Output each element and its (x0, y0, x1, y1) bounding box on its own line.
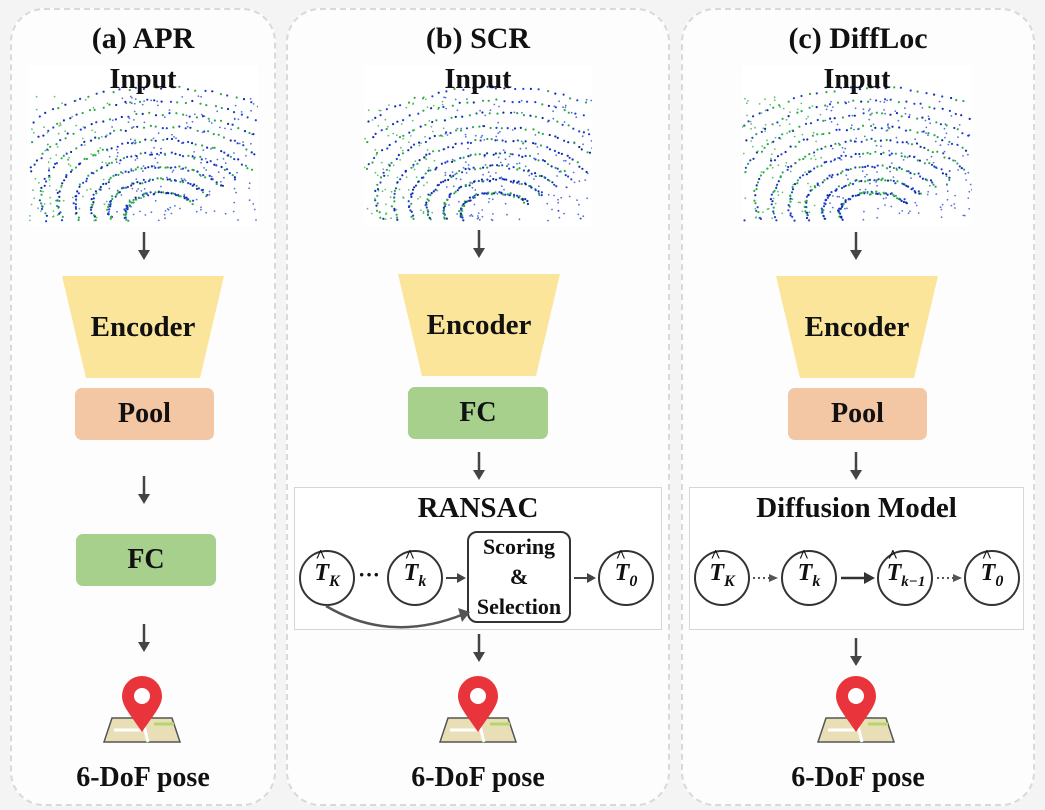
down-arrow-icon (473, 634, 485, 662)
node-t-K (694, 550, 750, 606)
node-t-k-label: T^k (403, 546, 427, 590)
right-arrow-icon (446, 573, 466, 583)
right-arrow-icon (841, 572, 875, 584)
scoring-selection-box: Scoring & Selection (467, 531, 571, 623)
node-t-k (387, 550, 443, 606)
input-label: Input (823, 64, 891, 95)
node-t-K-label: T^K (709, 546, 735, 590)
down-arrow-icon (473, 452, 485, 480)
panel-scr-title: (b) SCR (425, 22, 531, 55)
node-t-k-minus-1 (877, 550, 933, 606)
diffusion-module (689, 487, 1024, 630)
curved-arrow-icon (325, 604, 470, 629)
down-arrow-icon (138, 624, 150, 652)
node-t-k-label: T^k (797, 546, 821, 590)
encoder-block: Encoder (776, 276, 938, 378)
node-t-K (299, 550, 355, 606)
node-t-0-label: T^0 (614, 546, 638, 590)
right-arrow-icon (574, 573, 596, 583)
encoder-label: Encoder (804, 310, 910, 343)
pool-block: Pool (75, 388, 214, 440)
diffusion-title: Diffusion Model (756, 492, 957, 524)
encoder-block: Encoder (398, 274, 560, 376)
scoring-line1: Scoring (482, 534, 556, 559)
point-cloud-image (364, 66, 592, 226)
node-t-0 (598, 550, 654, 606)
map-pin-icon (438, 676, 518, 743)
encoder-block: Encoder (62, 276, 224, 378)
fc-block: FC (76, 534, 216, 586)
dotted-arrow-icon (753, 574, 778, 582)
pool-block: Pool (788, 388, 927, 440)
node-t-K-label: T^K (314, 546, 340, 590)
down-arrow-icon (138, 476, 150, 504)
down-arrow-icon (138, 232, 150, 260)
node-t-k (781, 550, 837, 606)
input-label: Input (444, 64, 512, 95)
output-label: 6-DoF pose (791, 762, 925, 793)
point-cloud-image (742, 66, 972, 226)
scoring-line2: & (509, 564, 529, 589)
down-arrow-icon (850, 452, 862, 480)
ellipsis-icon: ··· (358, 562, 381, 587)
ransac-title: RANSAC (417, 492, 539, 524)
fc-block: FC (408, 387, 548, 439)
node-t-k-minus-1-label: T^k−1 (886, 546, 926, 590)
map-pin-icon (102, 676, 182, 743)
input-label: Input (109, 64, 177, 95)
encoder-label: Encoder (426, 308, 532, 341)
point-cloud-image (28, 66, 258, 226)
down-arrow-icon (473, 230, 485, 258)
output-label: 6-DoF pose (76, 762, 210, 793)
panel-diffloc-title: (c) DiffLoc (788, 22, 928, 55)
node-t-0 (964, 550, 1020, 606)
map-pin-icon (816, 676, 896, 743)
panel-apr-title: (a) APR (91, 22, 195, 55)
down-arrow-icon (850, 232, 862, 260)
down-arrow-icon (850, 638, 862, 666)
encoder-label: Encoder (90, 310, 196, 343)
output-label: 6-DoF pose (411, 762, 545, 793)
dotted-arrow-icon (937, 574, 962, 582)
node-t-0-label: T^0 (980, 546, 1004, 590)
scoring-line3: Selection (476, 594, 562, 619)
